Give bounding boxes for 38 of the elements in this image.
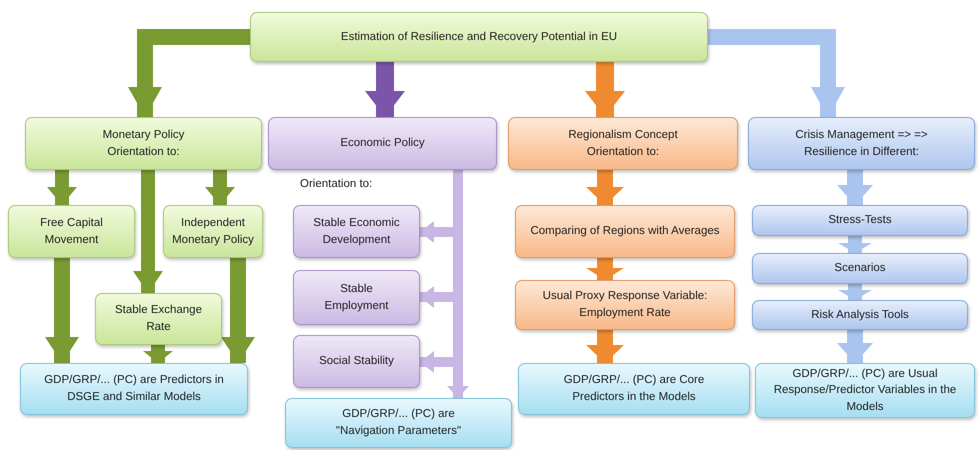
process-box: GDP/GRP/... (PC) are Core Predictors in the Models [518,363,750,415]
process-box: Stable Employment [293,270,420,325]
arrow [143,345,173,363]
arrow [837,170,873,205]
process-box: Crisis Management => => Resilience in Different: [748,117,975,170]
arrow [133,170,163,293]
arrow [708,29,845,117]
process-box: Independent Monetary Policy [163,205,263,258]
arrow [365,62,405,117]
process-box: Stress-Tests [752,205,968,236]
arrow [586,330,624,363]
process-box: Comparing of Regions with Averages [515,205,735,258]
arrow [128,29,250,117]
process-box: Free Capital Movement [8,205,135,258]
arrow [838,284,872,300]
caption-text: Orientation to: [300,178,372,190]
process-box: Social Stability [293,335,420,388]
process-box: Monetary Policy Orientation to: [25,117,262,170]
process-box: Stable Exchange Rate [95,293,222,345]
arrow [45,258,79,363]
arrow [221,258,255,363]
arrow [837,330,873,363]
process-box: Estimation of Resilience and Recovery Potential in EU [250,12,708,62]
process-box: GDP/GRP/... (PC) are "Navigation Parameters" [285,398,512,448]
arrow [205,170,235,205]
arrow [586,170,624,205]
process-box: Risk Analysis Tools [752,300,968,330]
process-box: Economic Policy [268,117,497,170]
arrow [838,236,872,253]
arrow [585,62,625,117]
arrow [47,170,77,205]
process-box: Usual Proxy Response Variable: Employment Rate [515,280,735,330]
process-box: GDP/GRP/... (PC) are Predictors in DSGE and Similar Models [20,363,248,415]
process-box: Stable Economic Development [293,205,420,258]
arrow [586,258,624,280]
process-box: GDP/GRP/... (PC) are Usual Response/Predictor Variables in the Models [755,363,975,418]
process-box: Scenarios [752,253,968,284]
process-box: Regionalism Concept Orientation to: [508,117,738,170]
